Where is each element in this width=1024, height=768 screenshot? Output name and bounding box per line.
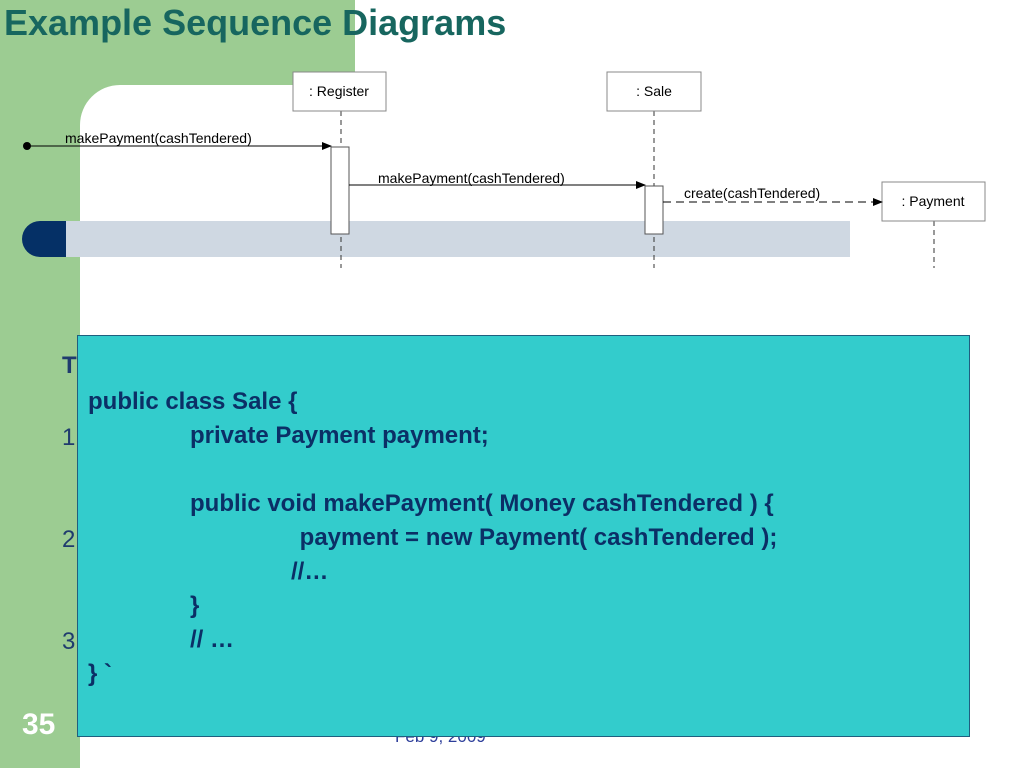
sale-participant: : Sale — [606, 71, 702, 112]
message-label-3: create(cashTendered) — [684, 185, 820, 201]
sale-participant-label: : Sale — [636, 83, 672, 99]
slide-title: Example Sequence Diagrams — [4, 2, 507, 43]
sequence-diagram: : Register : Sale : Payment makePayment(… — [23, 71, 986, 268]
message-label-2: makePayment(cashTendered) — [378, 170, 565, 186]
sale-activation — [644, 185, 664, 235]
code-line-1: public class Sale { — [88, 388, 298, 415]
decorative-band — [66, 221, 850, 257]
code-line-4: payment = new Payment( cashTendered ); — [293, 524, 778, 551]
code-box: public class Sale { private Payment paym… — [77, 335, 970, 737]
hidden-heading-char: T — [62, 352, 77, 379]
decorative-band-cap — [22, 221, 66, 257]
hidden-list-number-3: 3 — [62, 628, 76, 655]
code-line-7: // … — [190, 626, 235, 653]
code-line-6: } — [190, 592, 200, 619]
payment-participant: : Payment — [881, 181, 986, 222]
register-activation — [330, 146, 350, 235]
code-line-5: //… — [291, 558, 329, 585]
code-line-8: } ` — [88, 660, 112, 687]
green-left-strip — [0, 0, 80, 768]
payment-participant-label: : Payment — [901, 193, 964, 209]
slide-number: 35 — [22, 708, 56, 741]
register-participant: : Register — [292, 71, 387, 112]
message-label-1: makePayment(cashTendered) — [65, 130, 252, 146]
hidden-list-number-2: 2 — [62, 526, 76, 553]
register-participant-label: : Register — [309, 83, 369, 99]
code-line-2: private Payment payment; — [190, 422, 489, 449]
hidden-list-number-1: 1 — [62, 424, 76, 451]
code-line-3: public void makePayment( Money cashTende… — [190, 490, 774, 517]
